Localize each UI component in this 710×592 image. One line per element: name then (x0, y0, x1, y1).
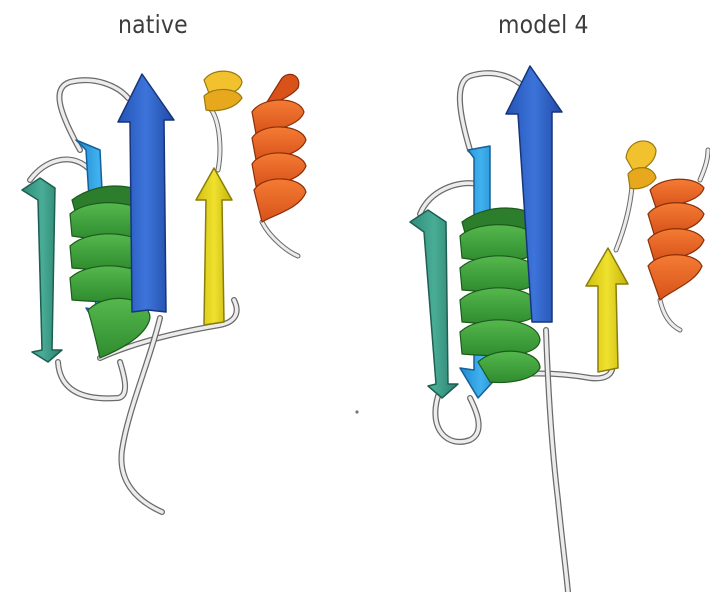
model-strand-yellow (586, 248, 628, 372)
native-structure (22, 71, 306, 512)
native-orange-tail (262, 222, 298, 256)
native-helix-yellow (204, 71, 242, 111)
native-helix-orange (252, 74, 306, 222)
model-helix-yellow (626, 141, 656, 189)
model-orange-tail (660, 300, 680, 330)
model-strand-teal (410, 210, 458, 398)
model-helix-orange (648, 179, 704, 300)
model-4-structure (410, 66, 708, 592)
stray-dot (355, 410, 358, 413)
native-strand-yellow (196, 168, 232, 325)
native-bottom-loop (58, 362, 125, 398)
